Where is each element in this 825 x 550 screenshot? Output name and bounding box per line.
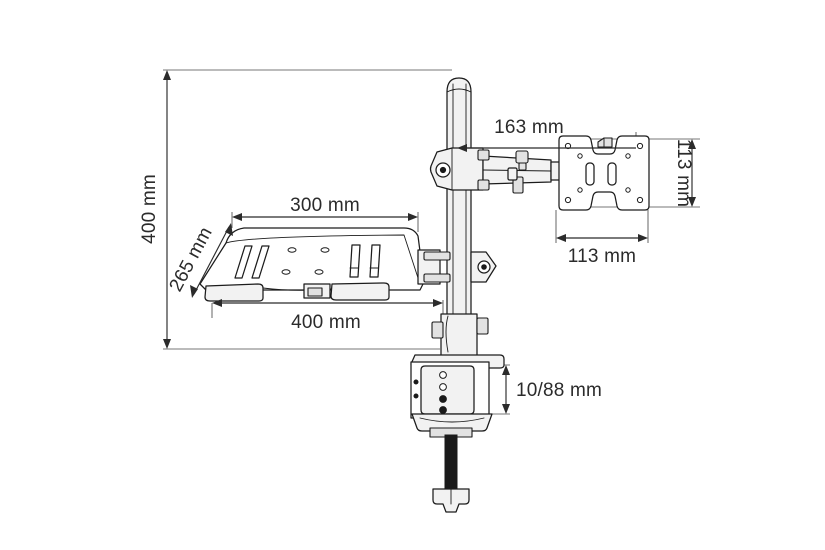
dimension-clamp-range: 10/88 mm bbox=[502, 365, 602, 414]
dimension-label-tray-inner-width: 300 mm bbox=[290, 195, 360, 216]
dimension-vesa-width: 113 mm bbox=[556, 234, 648, 267]
dimension-label-vesa-width: 113 mm bbox=[568, 246, 636, 267]
dimension-label-overall-height: 400 mm bbox=[139, 174, 160, 244]
desk-clamp-assembly bbox=[410, 313, 505, 438]
clamp-tightening-screw bbox=[432, 434, 470, 513]
laptop-tray-platform bbox=[199, 227, 497, 302]
dimension-vesa-height: 113 mm bbox=[673, 139, 696, 207]
dimension-label-vesa-height: 113 mm bbox=[673, 139, 694, 207]
dimension-label-tray-outer-width: 400 mm bbox=[291, 312, 361, 333]
articulating-arm bbox=[429, 147, 563, 194]
dimension-label-arm-reach: 163 mm bbox=[494, 117, 564, 138]
dimension-arm-reach: 163 mm bbox=[457, 117, 636, 152]
vesa-mounting-plate bbox=[558, 135, 650, 211]
dimension-tray-inner-width: 300 mm bbox=[232, 195, 418, 221]
dimension-label-clamp-range: 10/88 mm bbox=[516, 380, 602, 401]
dimension-tray-outer-width: 400 mm bbox=[212, 299, 443, 333]
dimension-overall-height: 400 mm bbox=[139, 70, 171, 349]
